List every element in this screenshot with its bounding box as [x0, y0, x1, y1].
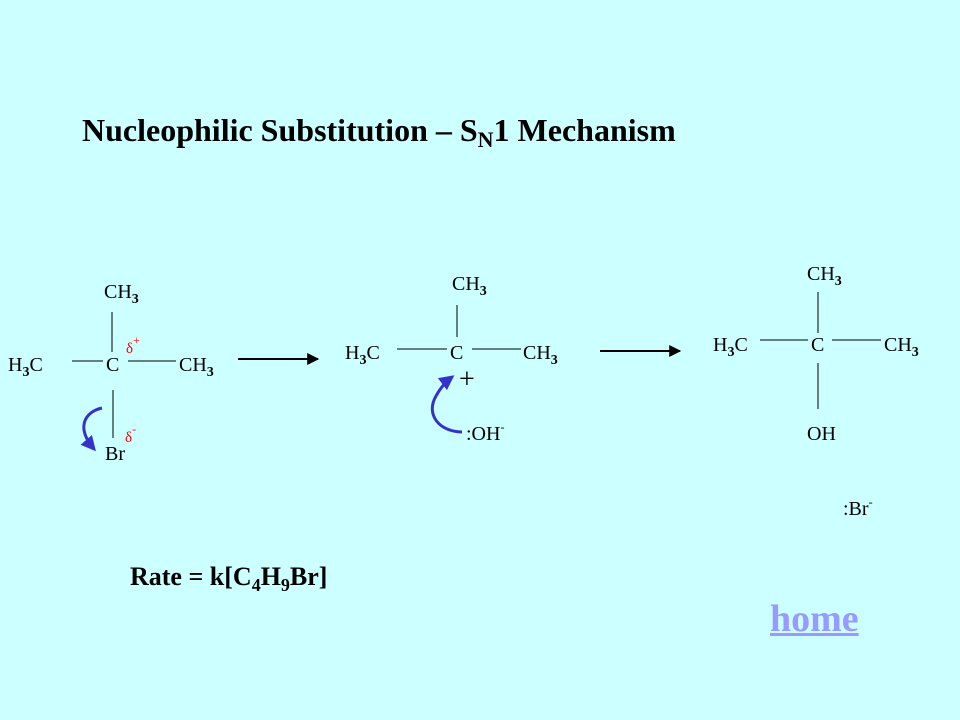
s3-methyl-left: H3C [713, 334, 748, 360]
s1-delta-minus: δ- [125, 422, 137, 446]
s3-methyl-top: CH3 [807, 263, 842, 289]
s3-hydroxyl: OH [807, 423, 836, 445]
page-title: Nucleophilic Substitution – SN1 Mechanis… [82, 112, 676, 152]
s3-methyl-right: CH3 [884, 334, 919, 360]
s2-hydroxide-nucleophile: :OH- [466, 420, 505, 445]
s1-central-carbon: C [106, 354, 120, 376]
s2-methyl-top: CH3 [452, 273, 487, 299]
s1-curved-arrow [80, 406, 103, 452]
s1-bromine: Br [105, 443, 125, 465]
s2-methyl-left: H3C [345, 342, 380, 368]
s3-bromide-leaving-group: :Br- [843, 495, 873, 520]
s3-central-carbon: C [811, 334, 825, 356]
s1-methyl-right: CH3 [179, 354, 214, 380]
s2-central-carbon: C [450, 342, 464, 364]
s1-methyl-top: CH3 [104, 281, 139, 307]
s2-curved-arrow [430, 375, 463, 434]
s1-methyl-left: H3C [8, 354, 43, 380]
s1-delta-plus: δ+ [126, 333, 140, 357]
rate-equation: Rate = k[C4H9Br] [130, 562, 328, 595]
s2-methyl-right: CH3 [523, 342, 558, 368]
s2-carbocation-charge: + [459, 364, 475, 395]
home-link[interactable]: home [770, 598, 859, 640]
